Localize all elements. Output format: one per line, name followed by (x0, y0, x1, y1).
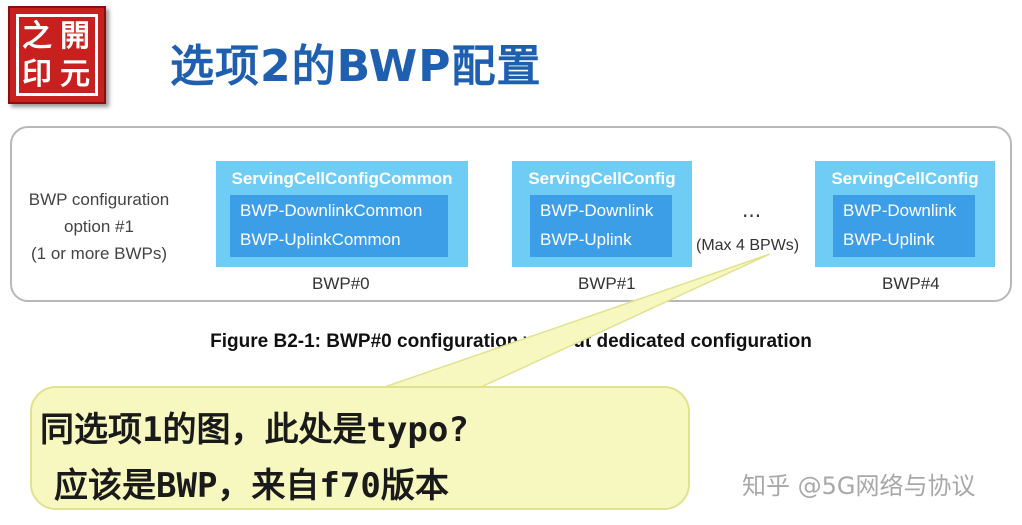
bwp4-inner-box: BWP-Downlink BWP-Uplink (833, 195, 975, 257)
logo-seal: 之 開 印 元 (8, 6, 106, 104)
box-item: BWP-Downlink (540, 201, 654, 220)
bwp-label: BWP#1 (578, 274, 636, 293)
callout-note: 同选项1的图，此处是typo? 应该是BWP，来自f70版本 (30, 386, 690, 510)
figure-caption: Figure B2-1: BWP#0 configuration without… (210, 331, 812, 352)
option-description: BWP configuration option #1 (1 or more B… (14, 186, 184, 267)
box-header: ServingCellConfig (528, 169, 676, 188)
watermark: 知乎 @5G网络与协议 (742, 472, 976, 500)
box-item: BWP-Uplink (540, 230, 632, 249)
option-line: (1 or more BWPs) (30, 244, 168, 263)
bwp0-config-box: ServingCellConfigCommon BWP-DownlinkComm… (216, 161, 468, 267)
logo-char: 元 (60, 57, 90, 92)
bwp1-config-box: ServingCellConfig BWP-Downlink BWP-Uplin… (512, 161, 692, 267)
bwp0-inner-box: BWP-DownlinkCommon BWP-UplinkCommon (230, 195, 448, 257)
box-item: BWP-Uplink (843, 230, 935, 249)
logo-border (16, 14, 98, 96)
box-item: BWP-DownlinkCommon (240, 201, 423, 220)
page-title: 选项2的BWP配置 (170, 41, 542, 92)
logo-char: 開 (60, 19, 90, 54)
option-line: option #1 (64, 217, 134, 236)
box-header: ServingCellConfig (831, 169, 979, 188)
box-item: BWP-UplinkCommon (240, 230, 401, 249)
ellipsis: ... (742, 198, 762, 222)
callout-line: 应该是BWP，来自f70版本 (54, 466, 449, 506)
box-header: ServingCellConfigCommon (231, 169, 453, 188)
callout-line: 同选项1的图，此处是typo? (40, 410, 469, 450)
bwp-label: BWP#0 (312, 274, 370, 293)
bwp4-config-box: ServingCellConfig BWP-Downlink BWP-Uplin… (815, 161, 995, 267)
logo-char: 印 (22, 57, 52, 92)
max-bwp-note: (Max 4 BPWs) (696, 237, 800, 254)
box-item: BWP-Downlink (843, 201, 957, 220)
option-line: BWP configuration (28, 190, 170, 209)
bwp-label: BWP#4 (882, 274, 940, 293)
bwp1-inner-box: BWP-Downlink BWP-Uplink (530, 195, 672, 257)
logo-char: 之 (22, 19, 52, 54)
